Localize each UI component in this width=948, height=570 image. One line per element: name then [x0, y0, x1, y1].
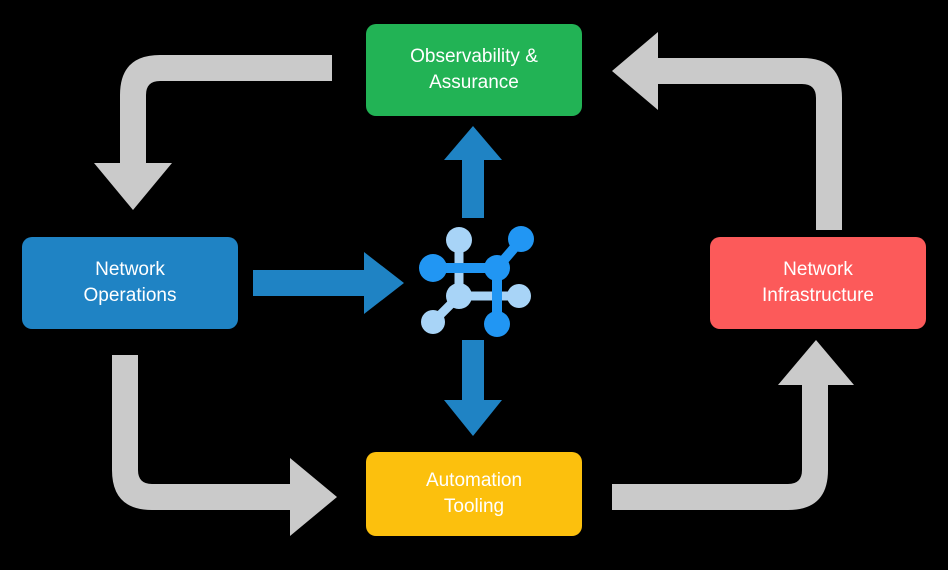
network-icon-light-nodes — [421, 227, 531, 334]
connector-center-to-automation — [444, 340, 502, 436]
connector-operations-to-center — [253, 252, 404, 314]
connector-observability-to-operations — [94, 55, 332, 210]
node-box-observability[interactable]: Observability & Assurance — [366, 24, 582, 116]
node-box-network-infrastructure[interactable]: Network Infrastructure — [710, 237, 926, 329]
connector-infrastructure-to-observability — [612, 32, 842, 230]
network-icon-dark-nodes — [419, 226, 534, 337]
node-box-automation-tooling[interactable]: Automation Tooling — [366, 452, 582, 536]
connector-center-to-observability — [444, 126, 502, 218]
connector-automation-to-infrastructure — [612, 340, 854, 510]
node-box-network-operations[interactable]: Network Operations — [22, 237, 238, 329]
connector-operations-to-automation — [112, 355, 337, 536]
